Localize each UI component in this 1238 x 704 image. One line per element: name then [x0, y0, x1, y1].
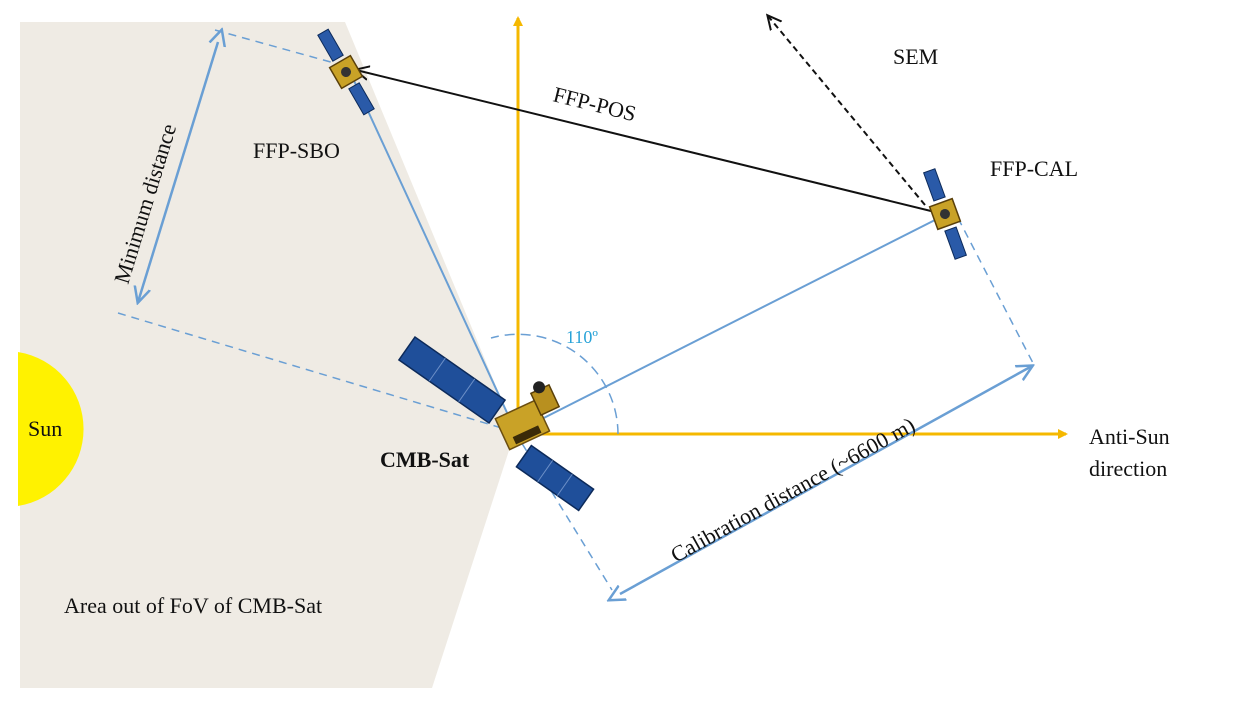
sem-label: SEM — [893, 44, 938, 69]
ffp-sbo-satellite-icon — [317, 28, 375, 116]
ffp-cal-satellite-icon — [922, 168, 968, 260]
sun-label: Sun — [28, 416, 62, 441]
anti-sun-label-line1: Anti-Sun — [1089, 424, 1170, 449]
link-cmb-to-sbo — [349, 71, 516, 431]
ffp-pos-label: FFP-POS — [551, 82, 639, 127]
cmb-sat-label: CMB-Sat — [380, 447, 470, 472]
cmb-sat-satellite-icon — [397, 335, 595, 512]
ffp-sbo-label: FFP-SBO — [253, 138, 340, 163]
calibration-distance-arrow — [620, 366, 1032, 594]
angle-label: 110º — [566, 327, 598, 347]
ffp-cal-label: FFP-CAL — [990, 156, 1078, 181]
link-cmb-to-cal — [519, 219, 936, 431]
ffp-pos-arrow — [356, 70, 936, 213]
minimum-distance-arrow — [138, 42, 218, 302]
fov-area-label: Area out of FoV of CMB-Sat — [64, 593, 322, 618]
sem-arrow — [768, 16, 926, 206]
sun-disc — [18, 352, 84, 506]
anti-sun-label-line2: direction — [1089, 456, 1167, 481]
